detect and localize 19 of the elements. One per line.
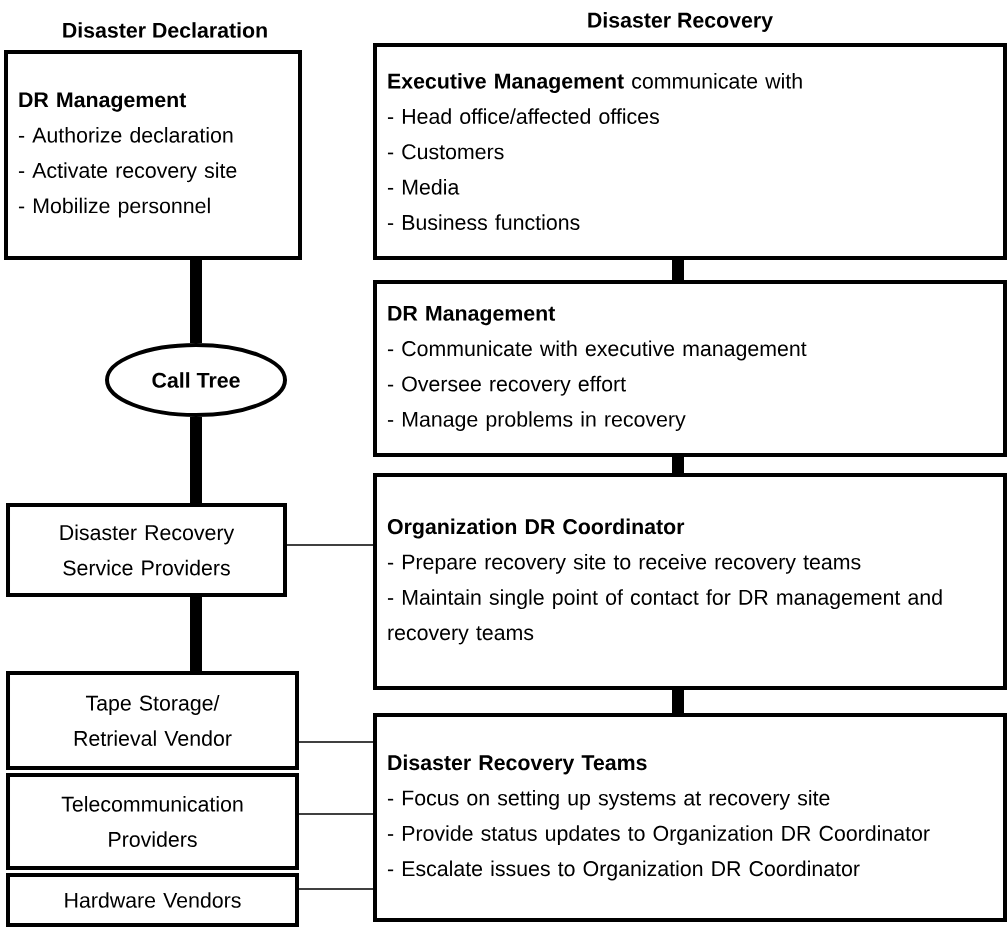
connector-bar [672, 260, 684, 280]
connector-bar [190, 417, 202, 503]
connector-line [286, 544, 374, 546]
connector-line [298, 813, 374, 815]
role-box: DR Management - Communicate with executive management - Oversee recovery effort - Manage problems in recovery [373, 280, 1007, 457]
connector-bar [190, 597, 202, 671]
vendor-box: Telecommunication Providers [6, 773, 299, 870]
connector-bar [672, 690, 684, 713]
vendor-box: Tape Storage/ Retrieval Vendor [6, 671, 299, 770]
connector-line [298, 741, 374, 743]
connector-line [298, 888, 374, 890]
vendor-box: Disaster Recovery Service Providers [6, 503, 287, 597]
role-box: Organization DR Coordinator - Prepare recovery site to receive recovery teams - Maintain single point of contact for DR management and recovery teams [373, 473, 1007, 690]
connector-bar [190, 260, 202, 343]
role-box: Executive Management communicate with - Head office/affected offices - Customers - Media - Business functions [373, 43, 1007, 260]
role-box: DR Management - Authorize declaration - Activate recovery site - Mobilize personnel [4, 50, 302, 260]
vendor-box: Hardware Vendors [6, 873, 299, 927]
role-box: Disaster Recovery Teams - Focus on setting up systems at recovery site - Provide status updates to Organization DR Coordinator - Escalate issues to Organization DR Coordinator [373, 713, 1007, 922]
connector-bar [672, 457, 684, 473]
